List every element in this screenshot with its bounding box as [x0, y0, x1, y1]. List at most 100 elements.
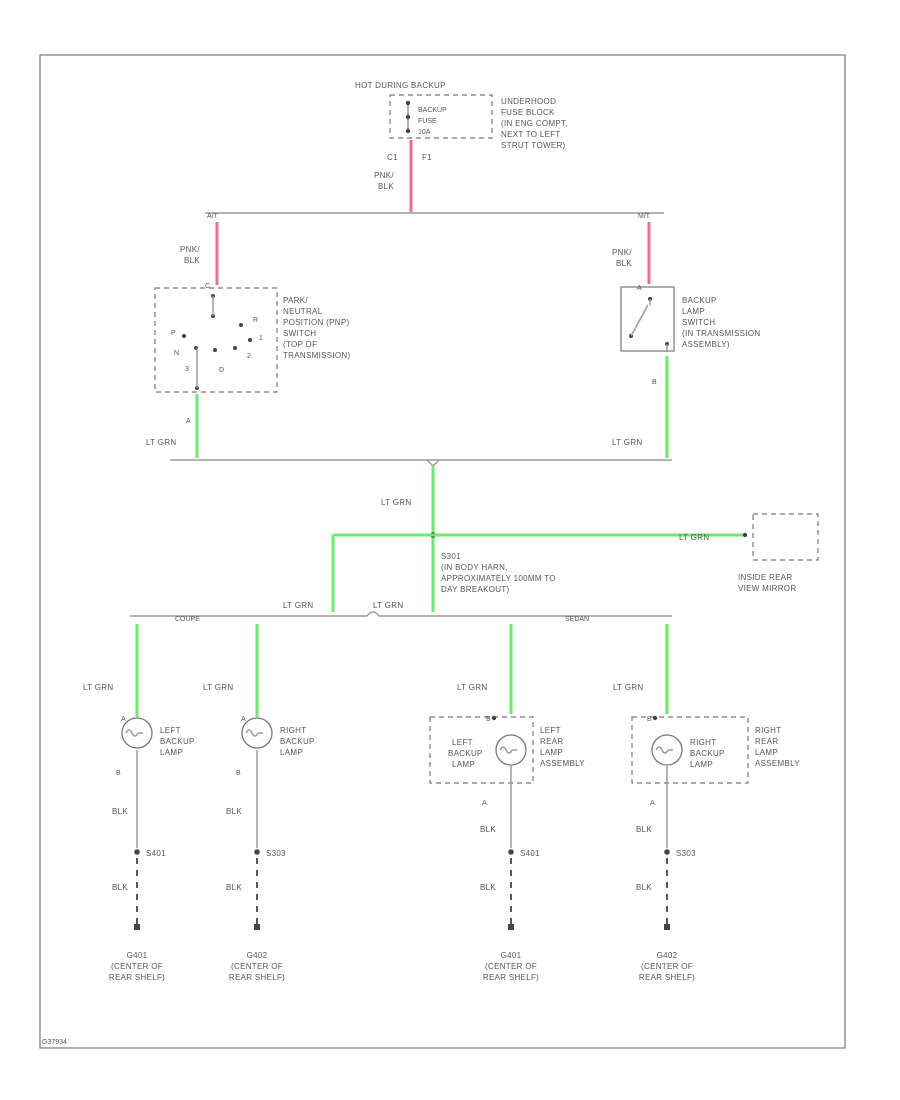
option-sedan: SEDAN [565, 616, 589, 623]
backup-switch-pin-bottom: B [652, 379, 657, 386]
pnp-gear-2: 2 [247, 353, 251, 360]
lamp3-ground-3: REAR SHELF) [483, 973, 539, 982]
bus-wire-label-right: LT GRN [373, 601, 403, 610]
pnp-pin-top: C [205, 283, 210, 290]
lamp1-ground-wire2-label: BLK [112, 883, 128, 892]
pnp-name-2: NEUTRAL [283, 307, 323, 316]
lamp2-splice-label: S303 [266, 849, 286, 858]
lamp4-assembly-outline [631, 716, 749, 784]
fuse-dot-mid [405, 114, 411, 120]
lamp3-splice-label: S401 [520, 849, 540, 858]
splice-name-4: DAY BREAKOUT) [441, 585, 510, 594]
lamp2-pin-bottom: B [236, 770, 241, 777]
branch-at-label: A/T [207, 213, 219, 220]
lamp1-name-3: LAMP [160, 748, 183, 757]
lamp1-ground-2: (CENTER OF [111, 962, 163, 971]
backup-switch-name-3: SWITCH [682, 318, 715, 327]
fuse-location-5: STRUT TOWER) [501, 141, 566, 150]
backup-switch-wire-color-1: PNK/ [612, 248, 632, 257]
pnp-gear-d: D [219, 367, 224, 374]
lamp2-name-2: BACKUP [280, 737, 315, 746]
lamp2-ground-symbol [254, 924, 260, 930]
branch-mt-label: M/T [638, 213, 651, 220]
pnp-name-3: POSITION (PNP) [283, 318, 349, 327]
lamp3-ground-symbol [508, 924, 514, 930]
left-rear-lamp-assembly-sedan: LT GRN B LEFT BACKUP LAMP LEFT REAR LAMP… [429, 624, 585, 982]
pnp-wire-color-1: PNK/ [180, 245, 200, 254]
fuse-location-2: FUSE BLOCK [501, 108, 555, 117]
lamp4-pin-top: B [647, 716, 652, 723]
lamp3-name-4: ASSEMBLY [540, 759, 585, 768]
lamp4-splice [664, 849, 670, 855]
pnp-pin-bottom: A [186, 418, 191, 425]
fuse-location-1: UNDERHOOD [501, 97, 556, 106]
fuse-pin-right: F1 [422, 153, 432, 162]
lamp3-inner-3: LAMP [452, 760, 475, 769]
lamp2-splice [254, 849, 260, 855]
lamp3-pin-bottom: A [482, 800, 487, 807]
pnp-switch: C P R N D 3 2 1 PARK/ NEUTRAL POSITION (… [154, 283, 350, 393]
pnp-gear-1: 1 [259, 335, 263, 342]
lamp4-ground-symbol [664, 924, 670, 930]
lamp4-ground-2: (CENTER OF [641, 962, 693, 971]
lamp3-assembly-outline [429, 716, 534, 784]
lamp3-pin-top: B [486, 716, 491, 723]
lamp4-inner-3: LAMP [690, 760, 713, 769]
lamp3-inner-2: BACKUP [448, 749, 483, 758]
fuse-dot-bottom [405, 128, 411, 134]
fuse-line-2: FUSE [418, 118, 437, 125]
splice-name-3: APPROXIMATELY 100MM TO [441, 574, 556, 583]
backup-switch-wire-color-2: BLK [616, 259, 632, 268]
left-backup-lamp-coupe: LT GRN A LEFT BACKUP LAMP B BLK S401 BLK… [83, 624, 194, 982]
lamp2-ground-1: G402 [247, 951, 268, 960]
pnp-contact-2 [239, 323, 243, 327]
backup-switch-out-wire-label: LT GRN [612, 438, 642, 447]
lamp4-pin-bottom: A [650, 800, 655, 807]
lamp2-pin-top: A [241, 716, 246, 723]
splice-wire-above-label: LT GRN [381, 498, 411, 507]
lamp4-inner-2: BACKUP [690, 749, 725, 758]
lamp3-ground-2: (CENTER OF [485, 962, 537, 971]
lamp4-connector-top [652, 715, 658, 721]
bus-crossover [366, 611, 380, 617]
lamp1-name-1: LEFT [160, 726, 181, 735]
lamp3-name-3: LAMP [540, 748, 563, 757]
lamp4-wire-label: LT GRN [613, 683, 643, 692]
lamp4-splice-label: S303 [676, 849, 696, 858]
lamp1-ground-wire-label: BLK [112, 807, 128, 816]
backup-switch-name-1: BACKUP [682, 296, 717, 305]
lamp3-connector-top [491, 715, 497, 721]
pnp-gear-n: N [174, 350, 179, 357]
lamp1-pin-top: A [121, 716, 126, 723]
lamp3-splice [508, 849, 514, 855]
pnp-contact-7 [248, 338, 252, 342]
right-backup-lamp-coupe: LT GRN A RIGHT BACKUP LAMP B BLK S303 BL… [203, 624, 315, 982]
lamp1-ground-1: G401 [127, 951, 148, 960]
lamp2-name-1: RIGHT [280, 726, 306, 735]
lamp1-ground-symbol [134, 924, 140, 930]
pnp-name-6: TRANSMISSION) [283, 351, 350, 360]
backup-switch-pin-top: A [637, 285, 642, 292]
backup-switch-name-4: (IN TRANSMISSION [682, 329, 760, 338]
lamp2-ground-wire2-label: BLK [226, 883, 242, 892]
diagram-frame [39, 54, 846, 1049]
pnp-switch-outline [154, 287, 278, 393]
lamp1-bulb [121, 717, 153, 749]
lamp3-wire-label: LT GRN [457, 683, 487, 692]
fuse-pin-left: C1 [387, 153, 398, 162]
lamp3-name-2: REAR [540, 737, 563, 746]
fuse-block: HOT DURING BACKUP BACKUP FUSE 10A UNDERH… [355, 81, 568, 162]
backup-switch-name-5: ASSEMBLY) [682, 340, 730, 349]
lamp3-inner-1: LEFT [452, 738, 473, 747]
lamp1-splice [134, 849, 140, 855]
feed-wire-color-2: BLK [378, 182, 394, 191]
backup-switch-arm [630, 304, 649, 337]
fuse-line-1: BACKUP [418, 107, 447, 114]
mirror-name-1: INSIDE REAR [738, 573, 792, 582]
pnp-wire-color-2: BLK [184, 256, 200, 265]
fuse-dot-top [405, 100, 411, 106]
fuse-location-4: NEXT TO LEFT [501, 130, 561, 139]
pnp-contact-6 [233, 346, 237, 350]
lamp3-name-1: LEFT [540, 726, 561, 735]
